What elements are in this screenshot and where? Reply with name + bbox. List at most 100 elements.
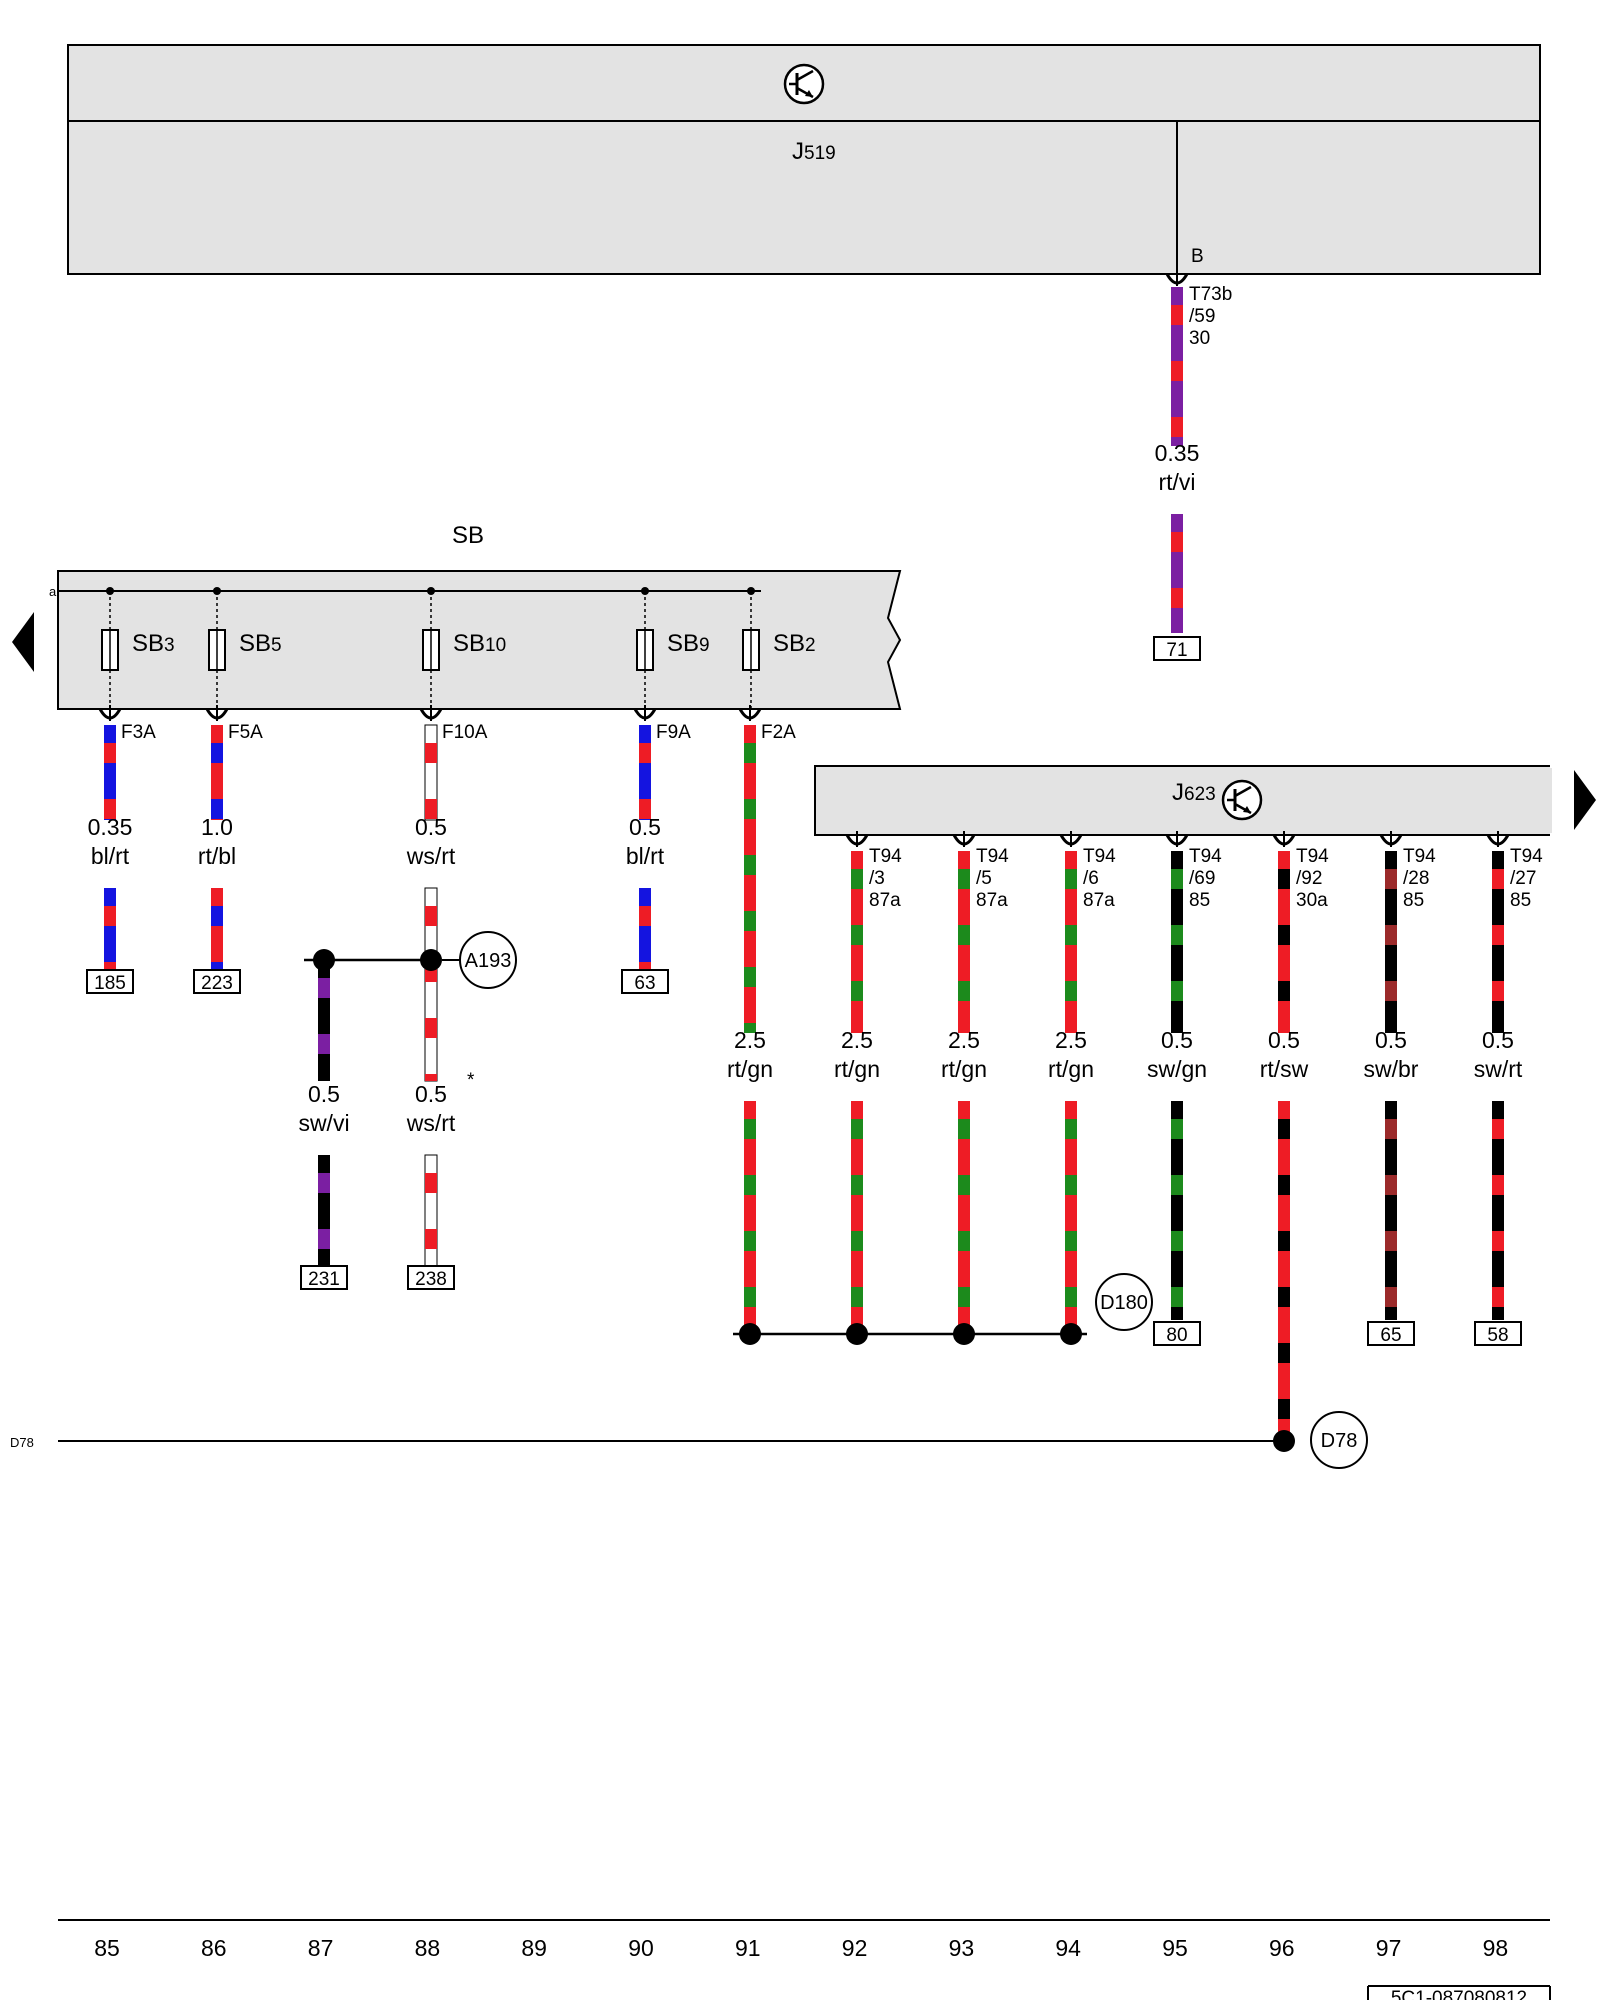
wire-gauge: 0.5 <box>415 1081 447 1107</box>
svg-text:D180: D180 <box>1100 1292 1148 1314</box>
connector-pin-label: /6 <box>1083 868 1099 889</box>
connector-pin-label: T94 <box>1510 846 1543 867</box>
fuse-sb3[interactable]: SB3 <box>101 587 175 709</box>
column-number-88: 88 <box>415 1935 441 1961</box>
connector-pin-label: 87a <box>976 890 1008 911</box>
wire-gauge: 1.0 <box>201 814 233 840</box>
wire-gauge: 0.35 <box>88 814 133 840</box>
column-number-89: 89 <box>521 1935 547 1961</box>
connector-pin-label: /3 <box>869 868 885 889</box>
wire-color-code: ws/rt <box>406 843 456 869</box>
column-number-92: 92 <box>842 1935 868 1961</box>
wire-88b[interactable]: 0.5ws/rt*238 <box>406 1070 475 1290</box>
document-id: 5C1-087080812 <box>1367 1985 1551 2000</box>
column-number-86: 86 <box>201 1935 227 1961</box>
wire-note: * <box>467 1070 475 1091</box>
junction-a193-bridge <box>304 949 460 971</box>
wire-gauge: 0.5 <box>1482 1027 1514 1053</box>
reference-box-label: 58 <box>1487 1325 1508 1346</box>
wire-gauge: 2.5 <box>734 1027 766 1053</box>
fuse-label: SB9 <box>667 630 710 657</box>
sb-left-tag: a <box>49 584 57 599</box>
connector-pin-label: 85 <box>1510 890 1531 911</box>
circle-ref-d180[interactable]: D180 <box>1095 1273 1153 1331</box>
connector-pin-label: /59 <box>1189 306 1215 327</box>
j519-label: J519 <box>792 138 836 165</box>
j623-control-unit: J623 <box>814 765 1596 836</box>
column-number-93: 93 <box>949 1935 975 1961</box>
wire-color-code: ws/rt <box>406 1110 456 1136</box>
column-number-97: 97 <box>1376 1935 1402 1961</box>
wire-color-code: bl/rt <box>626 843 665 869</box>
fuse-sb9[interactable]: SB9 <box>636 587 710 709</box>
transistor-icon <box>1221 779 1263 821</box>
connector-pin-label: 85 <box>1403 890 1424 911</box>
reference-box-label: 185 <box>94 973 126 994</box>
fuse-sb5[interactable]: SB5 <box>208 587 282 709</box>
wire-color-code: rt/gn <box>941 1056 987 1082</box>
connector-label: F9A <box>656 722 691 743</box>
wire-gauge: 2.5 <box>948 1027 980 1053</box>
reference-box-label: 223 <box>201 973 233 994</box>
connector-pin-label: T94 <box>1403 846 1436 867</box>
wire-gauge: 2.5 <box>1055 1027 1087 1053</box>
j623-label: J623 <box>1172 779 1216 806</box>
wire-color-code: rt/vi <box>1158 469 1195 495</box>
wire-color-code: rt/gn <box>1048 1056 1094 1082</box>
column-number-87: 87 <box>308 1935 334 1961</box>
circle-ref-a193[interactable]: A193 <box>459 931 517 989</box>
fuse-label: SB3 <box>132 630 175 657</box>
reference-box-label: 71 <box>1166 640 1187 661</box>
fuse-label: SB2 <box>773 630 816 657</box>
column-number-98: 98 <box>1483 1935 1509 1961</box>
connector-label: F2A <box>761 722 796 743</box>
j519-pin-label: B <box>1191 246 1204 267</box>
connector-pin-label: T94 <box>976 846 1009 867</box>
column-number-94: 94 <box>1055 1935 1081 1961</box>
connector-pin-label: 30a <box>1296 890 1328 911</box>
page-left-arrow-icon[interactable] <box>12 612 34 672</box>
connector-pin-label: /5 <box>976 868 992 889</box>
connector-pin-label: T94 <box>869 846 902 867</box>
wire-gauge: 0.5 <box>629 814 661 840</box>
page-right-arrow-icon[interactable] <box>1574 770 1596 830</box>
wire-gauge: 0.5 <box>415 814 447 840</box>
fuse-sb2[interactable]: SB2 <box>742 587 816 709</box>
reference-box-label: 65 <box>1380 1325 1401 1346</box>
j519-control-unit: J519 B <box>67 44 1541 275</box>
wire-gauge: 0.5 <box>308 1081 340 1107</box>
fuse-block-sb: SB a SB3 SB5 SB10 SB9 SB2 <box>12 522 902 710</box>
svg-text:D78: D78 <box>1321 1430 1358 1452</box>
wire-color-code: rt/sw <box>1260 1056 1309 1082</box>
wire-gauge: 0.5 <box>1268 1027 1300 1053</box>
reference-box-label: 231 <box>308 1269 340 1290</box>
circle-ref-d78[interactable]: D78 <box>1310 1411 1368 1469</box>
wire-color-code: sw/gn <box>1147 1056 1207 1082</box>
connector-pin-label: /28 <box>1403 868 1429 889</box>
sb-title: SB <box>452 522 484 549</box>
fuse-sb10[interactable]: SB10 <box>422 587 506 709</box>
column-number-90: 90 <box>628 1935 654 1961</box>
wire-color-code: bl/rt <box>91 843 130 869</box>
connector-pin-label: /69 <box>1189 868 1215 889</box>
connector-pin-label: /92 <box>1296 868 1322 889</box>
ground-bus-d180 <box>733 1323 1087 1345</box>
wire-color-code: rt/bl <box>198 843 236 869</box>
wire-color-code: sw/rt <box>1474 1056 1523 1082</box>
